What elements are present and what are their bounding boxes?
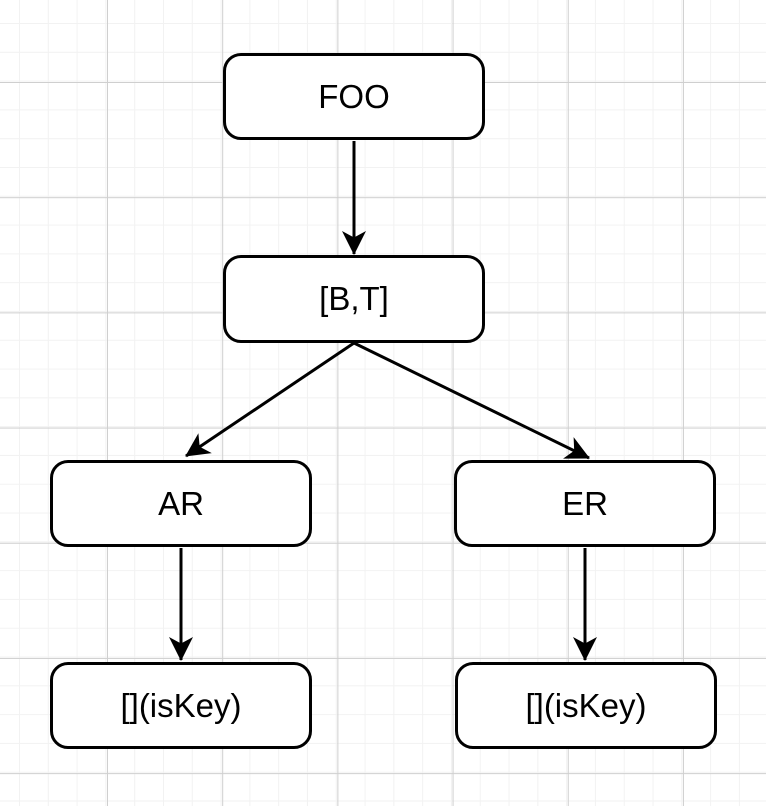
node-bt-label: [B,T] <box>319 280 389 317</box>
node-iskey-left-label: [](isKey) <box>120 686 242 724</box>
node-er[interactable]: ER <box>454 460 716 547</box>
node-bt[interactable]: [B,T] <box>223 255 485 343</box>
node-ar[interactable]: AR <box>50 460 312 547</box>
node-iskey-right-label: [](isKey) <box>525 686 647 724</box>
node-iskey-right[interactable]: [](isKey) <box>455 662 717 749</box>
edge-bt-er[interactable] <box>353 341 590 460</box>
node-foo-label: FOO <box>318 77 390 115</box>
edge-bt-ar[interactable] <box>185 341 355 458</box>
node-er-label: ER <box>562 484 608 522</box>
node-ar-label: AR <box>158 484 204 522</box>
node-iskey-left[interactable]: [](isKey) <box>50 662 312 749</box>
node-foo[interactable]: FOO <box>223 53 485 140</box>
